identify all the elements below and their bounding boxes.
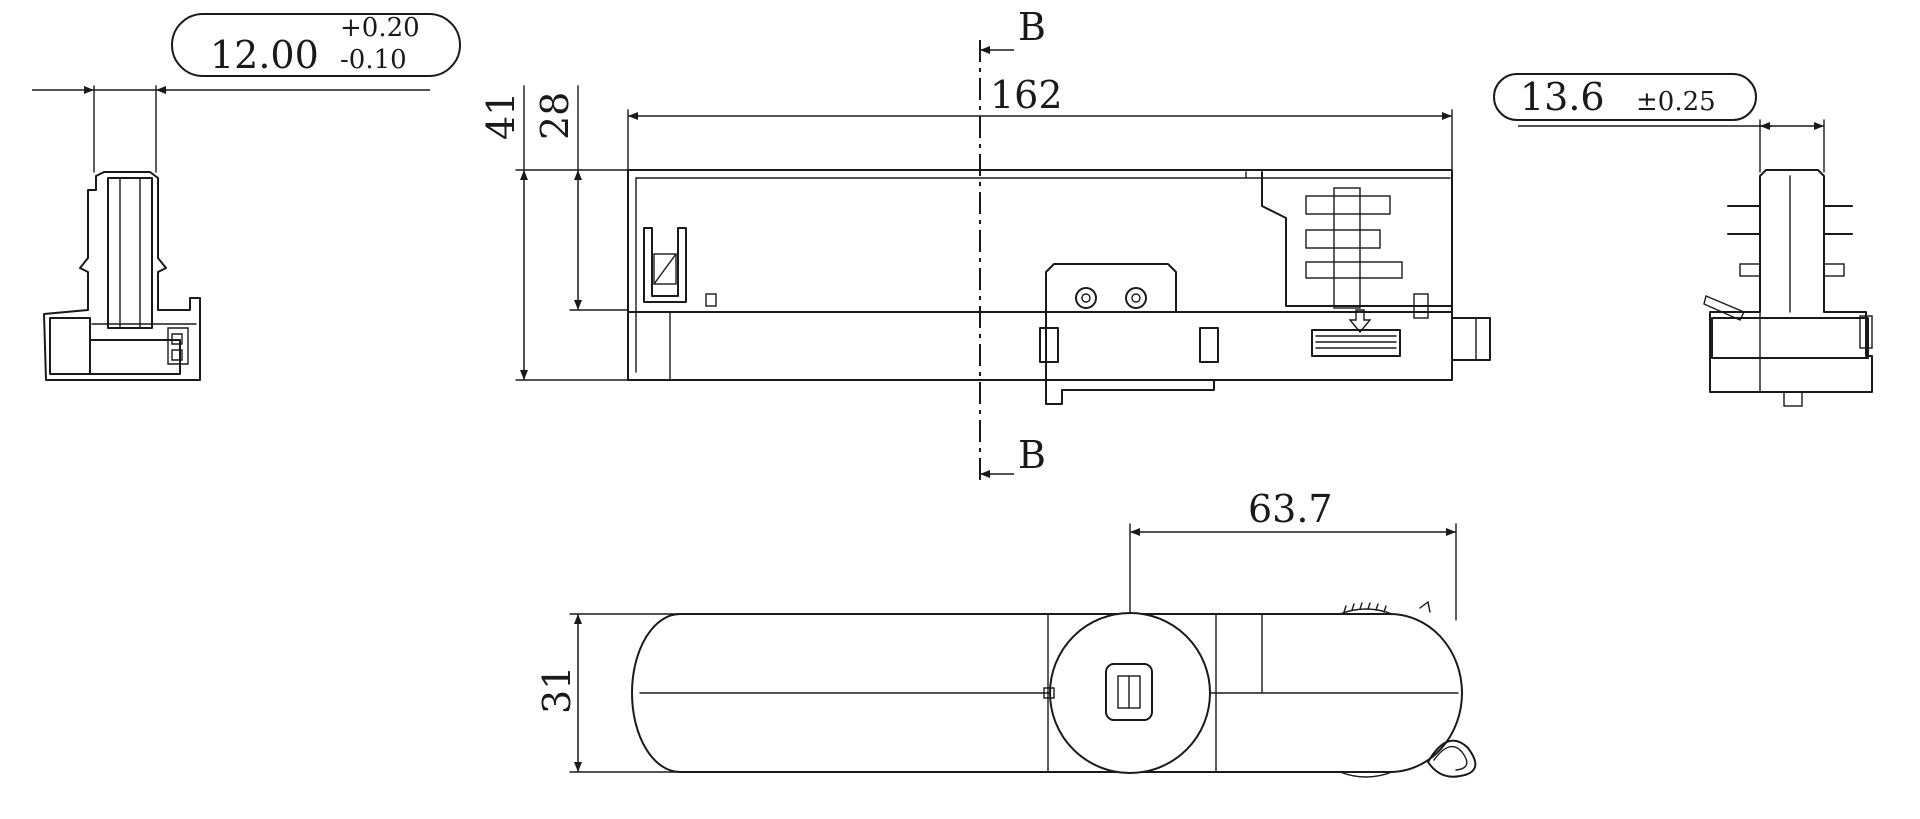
front-pin-column bbox=[1333, 187, 1361, 309]
tolerance-left-nominal: 12.00 bbox=[210, 33, 319, 77]
top-view: 63.7 31 bbox=[535, 487, 1477, 778]
front-center-clip-right bbox=[1199, 327, 1219, 363]
right-view-clip bbox=[1859, 315, 1873, 349]
tolerance-right-tol: ±0.25 bbox=[1636, 87, 1716, 117]
left-view-inner bbox=[107, 177, 153, 329]
right-view-stem bbox=[1783, 391, 1803, 407]
front-down-arrow bbox=[1348, 309, 1372, 334]
left-side-view: 12.00 +0.20 -0.10 bbox=[32, 13, 461, 381]
dim-offset: 63.7 bbox=[1248, 487, 1333, 531]
front-left-window bbox=[653, 253, 677, 285]
dim-height-total: 41 bbox=[479, 92, 523, 140]
section-label-top: B bbox=[1018, 5, 1046, 49]
tolerance-right-pill bbox=[1493, 73, 1757, 121]
right-view-tab bbox=[1823, 263, 1845, 277]
tolerance-right-nominal: 13.6 bbox=[1520, 75, 1605, 119]
front-view: 162 41 28 bbox=[479, 5, 1491, 480]
top-view-latch bbox=[1419, 600, 1431, 613]
top-view-loop bbox=[1427, 739, 1477, 778]
dim-length: 162 bbox=[990, 73, 1063, 117]
front-left-clip bbox=[643, 227, 687, 303]
front-latch bbox=[1413, 293, 1429, 319]
right-view-base bbox=[1711, 317, 1869, 359]
tolerance-left-lower: -0.10 bbox=[340, 45, 407, 75]
tolerance-left-upper: +0.20 bbox=[340, 13, 420, 43]
front-center-clip-left bbox=[1039, 327, 1059, 363]
left-view-clip bbox=[167, 327, 189, 365]
front-pin bbox=[1305, 229, 1381, 249]
right-view-tab bbox=[1739, 263, 1761, 277]
top-view-teeth bbox=[1339, 771, 1393, 778]
front-gear bbox=[1311, 329, 1401, 357]
right-view-outline bbox=[1709, 169, 1873, 393]
left-view-base bbox=[89, 339, 181, 375]
top-view-teeth bbox=[1343, 602, 1387, 613]
front-right-plug bbox=[1451, 317, 1491, 361]
right-side-view: 13.6 ±0.25 bbox=[1493, 73, 1873, 407]
top-view-rotor bbox=[1049, 612, 1211, 774]
front-small-tab bbox=[705, 293, 717, 307]
front-center-foot bbox=[1045, 379, 1215, 405]
front-gear-teeth bbox=[1315, 335, 1397, 349]
front-right-compartment bbox=[1261, 171, 1453, 307]
top-view-loop-inner bbox=[1433, 745, 1468, 771]
screw-left bbox=[1075, 287, 1097, 309]
screw-left-inner bbox=[1081, 293, 1091, 303]
top-view-mark bbox=[1043, 687, 1055, 699]
dim-height-upper: 28 bbox=[533, 92, 577, 140]
left-view-outline bbox=[43, 171, 201, 381]
right-view-lever bbox=[1703, 295, 1745, 321]
front-pin bbox=[1305, 261, 1403, 279]
top-view-socket bbox=[1105, 663, 1153, 721]
dim-width: 31 bbox=[535, 666, 579, 714]
front-pin bbox=[1305, 195, 1391, 215]
tolerance-left-pill bbox=[171, 13, 461, 77]
section-label-bottom: B bbox=[1018, 433, 1046, 477]
screw-right bbox=[1125, 287, 1147, 309]
front-left-window bbox=[653, 253, 677, 285]
screw-right-inner bbox=[1131, 293, 1141, 303]
front-center-mount bbox=[1045, 263, 1177, 381]
